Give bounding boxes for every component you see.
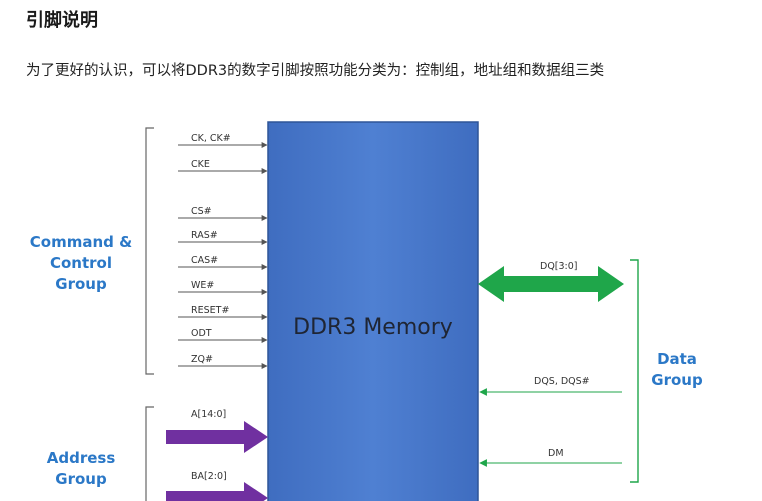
command-group-bracket xyxy=(145,127,154,375)
data-group-label-line2: Group xyxy=(651,371,703,389)
signal-cs: CS# xyxy=(191,206,212,217)
command-signal-lines xyxy=(178,142,268,369)
intro-paragraph: 为了更好的认识，可以将DDR3的数字引脚按照功能分类为：控制组，地址组和数据组三… xyxy=(26,63,605,79)
ddr3-pin-diagram: DDR3 Memory CK, CK# CKE CS# RAS# CAS# WE… xyxy=(26,110,750,501)
signal-zq: ZQ# xyxy=(191,354,213,365)
command-group-label-line3: Group xyxy=(55,275,107,293)
signal-ras: RAS# xyxy=(191,230,218,241)
signal-reset: RESET# xyxy=(191,305,229,316)
signal-ba: BA[2:0] xyxy=(191,471,227,482)
signal-dm: DM xyxy=(548,448,564,459)
address-arrow-ba xyxy=(166,482,268,501)
signal-a: A[14:0] xyxy=(191,409,226,420)
signal-ck: CK, CK# xyxy=(191,133,231,144)
signal-we: WE# xyxy=(191,280,214,291)
command-group-label-line1: Command & xyxy=(30,233,132,251)
address-group-bracket xyxy=(145,406,154,501)
address-group-label-line2: Group xyxy=(55,470,107,488)
address-group-label-line1: Address xyxy=(47,449,116,467)
ddr3-chip-body xyxy=(267,121,479,501)
section-heading: 引脚说明 xyxy=(26,10,98,31)
address-arrow-a xyxy=(166,421,268,453)
command-group-label-line2: Control xyxy=(50,254,112,272)
signal-dq: DQ[3:0] xyxy=(540,261,578,272)
signal-odt: ODT xyxy=(191,328,212,339)
signal-cke: CKE xyxy=(191,159,210,170)
signal-cas: CAS# xyxy=(191,255,218,266)
dq-bidirectional-arrow xyxy=(478,266,624,302)
signal-dqs: DQS, DQS# xyxy=(534,376,590,387)
data-group-bracket xyxy=(630,259,639,483)
data-group-label-line1: Data xyxy=(657,350,697,368)
chip-label: DDR3 Memory xyxy=(293,315,453,340)
